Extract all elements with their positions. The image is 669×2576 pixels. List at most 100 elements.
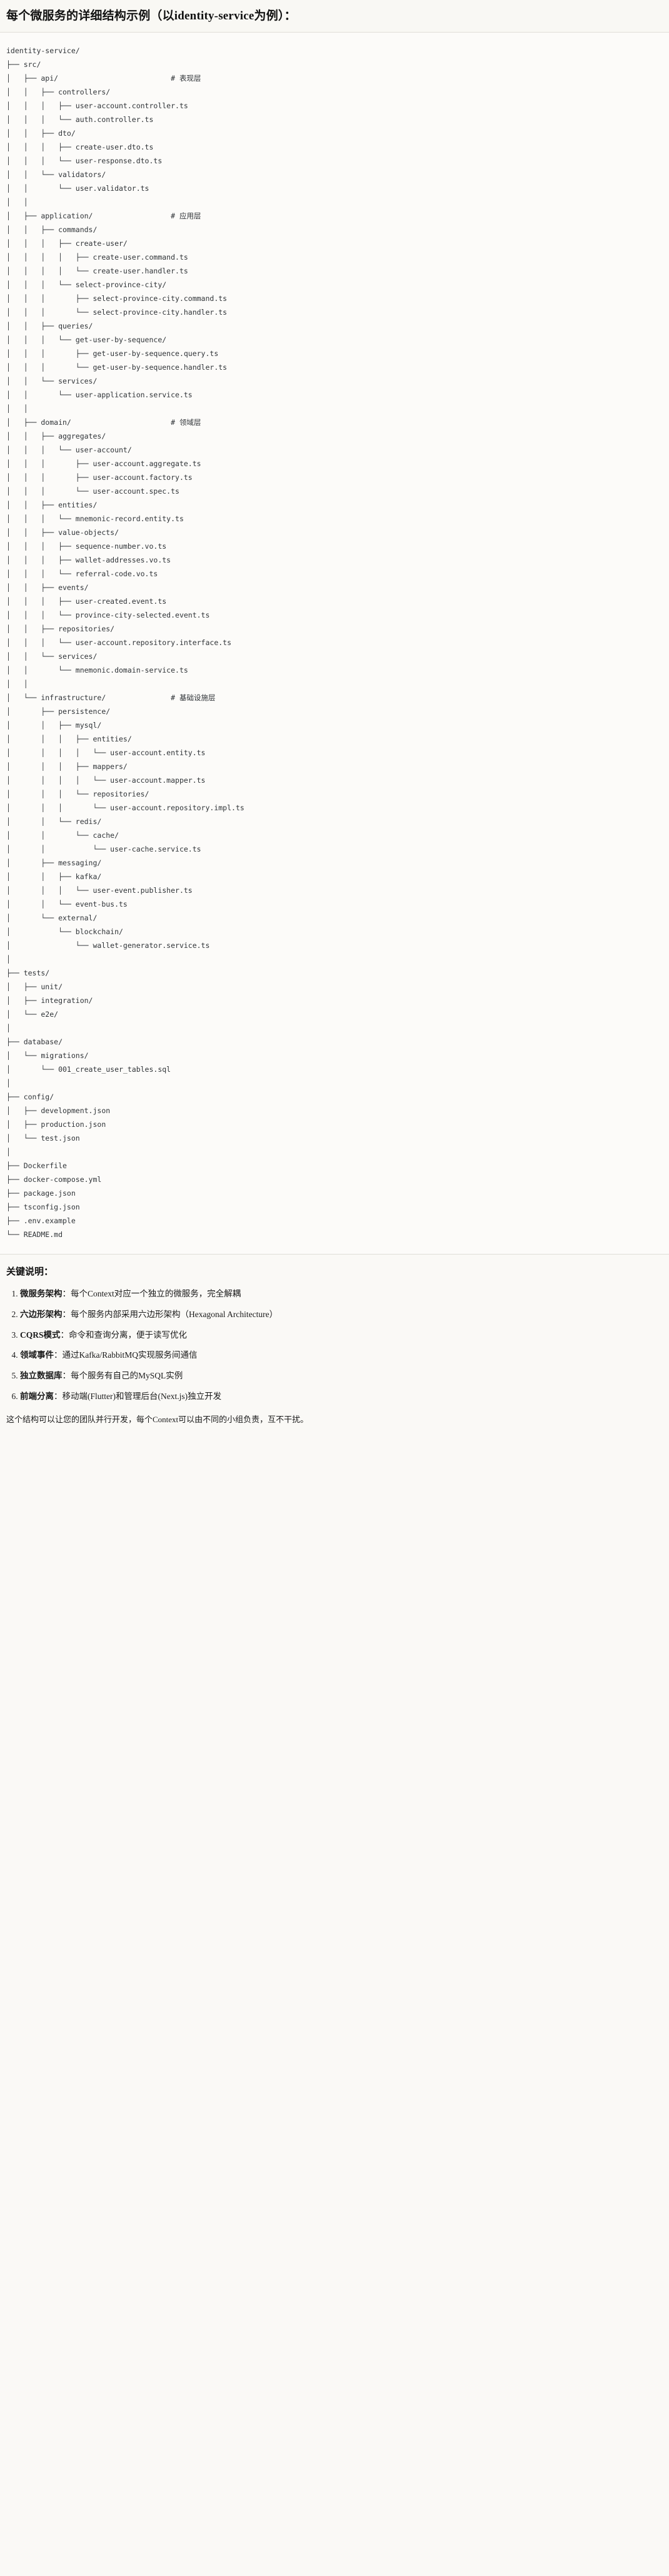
tree-line: │ [6, 1023, 11, 1032]
tree-line: │ │ [6, 679, 28, 688]
tree-line: │ ├── development.json [6, 1106, 111, 1115]
tree-line: │ │ │ └── referral-code.vo.ts [6, 569, 158, 578]
key-note-item: 微服务架构：每个Context对应一个独立的微服务，完全解耦 [20, 1288, 663, 1301]
tree-line: │ ├── api/ # 表现层 [6, 73, 201, 83]
tree-line: │ │ │ └── repositories/ [6, 789, 149, 798]
tree-line: │ │ │ ├── create-user/ [6, 238, 128, 248]
tree-line: │ │ │ ├── user-created.event.ts [6, 596, 167, 606]
tree-line: │ │ │ ├── user-account.controller.ts [6, 101, 188, 110]
key-note-term: 前端分离 [20, 1392, 54, 1402]
tree-line: │ [6, 1078, 11, 1087]
tree-line: │ │ ├── repositories/ [6, 624, 115, 633]
tree-line: │ │ ├── controllers/ [6, 87, 111, 96]
tree-line: │ │ │ └── user-event.publisher.ts [6, 885, 193, 895]
tree-line: ├── docker-compose.yml [6, 1174, 102, 1184]
tree-line: ├── src/ [6, 59, 41, 69]
tree-line: │ │ │ └── select-province-city.handler.t… [6, 307, 228, 317]
directory-tree-section: identity-service/ ├── src/ │ ├── api/ # 表现… [0, 32, 669, 1255]
key-note-term: 独立数据库 [20, 1371, 63, 1381]
key-note-desc: ：每个Context对应一个独立的微服务，完全解耦 [62, 1288, 241, 1298]
tree-line: │ │ └── redis/ [6, 817, 102, 826]
key-notes-heading: 关键说明： [6, 1266, 54, 1277]
tree-line: │ │ └── user-cache.service.ts [6, 844, 201, 853]
tree-line: │ └── infrastructure/ # 基础设施层 [6, 693, 216, 702]
tree-line: ├── database/ [6, 1037, 63, 1046]
key-note-term: 六边形架构 [20, 1309, 63, 1319]
page-title: 每个微服务的详细结构示例（以identity-service为例）： [6, 9, 296, 23]
tree-line: │ │ │ │ └── user-account.mapper.ts [6, 775, 206, 785]
tree-line: │ │ │ ├── wallet-addresses.vo.ts [6, 555, 171, 564]
tree-line: │ │ │ └── mnemonic-record.entity.ts [6, 514, 184, 523]
key-note-desc: ：通过Kafka/RabbitMQ实现服务间通信 [54, 1350, 198, 1360]
tree-line: │ ├── integration/ [6, 995, 93, 1005]
tree-line: │ ├── unit/ [6, 982, 63, 991]
tree-line: │ │ [6, 197, 28, 206]
key-note-item: CQRS模式：命令和查询分离，便于读写优化 [20, 1329, 663, 1342]
tree-line: │ └── test.json [6, 1133, 80, 1143]
tree-line: │ │ ├── commands/ [6, 225, 98, 234]
tree-line: │ [6, 1147, 11, 1156]
closing-paragraph: 这个结构可以让您的团队并行开发，每个Context可以由不同的小组负责，互不干扰… [6, 1415, 309, 1425]
directory-tree: identity-service/ ├── src/ │ ├── api/ # 表现… [6, 44, 663, 1241]
tree-line: │ │ │ ├── get-user-by-sequence.query.ts [6, 349, 219, 358]
tree-line: │ │ └── cache/ [6, 830, 119, 840]
tree-line: │ │ └── event-bus.ts [6, 899, 128, 909]
tree-line: │ │ │ └── user-response.dto.ts [6, 156, 163, 165]
tree-line: │ [6, 954, 11, 964]
tree-line: │ │ │ │ └── create-user.handler.ts [6, 266, 188, 275]
tree-line: │ │ │ └── user-account/ [6, 445, 132, 454]
tree-line: │ │ │ └── province-city-selected.event.t… [6, 610, 210, 619]
key-note-desc: ：每个服务有自己的MySQL实例 [62, 1371, 183, 1381]
tree-line: ├── Dockerfile [6, 1161, 67, 1170]
tree-line: │ │ │ ├── sequence-number.vo.ts [6, 541, 167, 551]
key-note-item: 独立数据库：每个服务有自己的MySQL实例 [20, 1370, 663, 1383]
tree-line: │ │ │ ├── user-account.factory.ts [6, 472, 193, 482]
tree-line: │ │ │ └── get-user-by-sequence.handler.t… [6, 362, 228, 372]
tree-line: │ └── migrations/ [6, 1051, 89, 1060]
tree-line: │ ├── application/ # 应用层 [6, 211, 201, 220]
tree-line: ├── tsconfig.json [6, 1202, 80, 1211]
tree-line: │ └── e2e/ [6, 1009, 59, 1019]
key-note-item: 六边形架构：每个服务内部采用六边形架构（Hexagonal Architectu… [20, 1308, 663, 1321]
tree-line: │ ├── persistence/ [6, 706, 111, 716]
tree-line: │ │ ├── dto/ [6, 128, 76, 138]
title-section: 每个微服务的详细结构示例（以identity-service为例）： [0, 0, 669, 33]
tree-line: │ │ │ └── get-user-by-sequence/ [6, 335, 167, 344]
key-note-desc: ：移动端(Flutter)和管理后台(Next.js)独立开发 [54, 1392, 222, 1402]
tree-line: │ └── external/ [6, 913, 98, 922]
tree-line: │ └── wallet-generator.service.ts [6, 940, 210, 950]
tree-line: │ │ │ └── user-account.spec.ts [6, 486, 179, 496]
tree-line: │ │ └── user-application.service.ts [6, 390, 193, 399]
key-note-term: 领域事件 [20, 1350, 54, 1360]
tree-line: │ │ │ │ ├── create-user.command.ts [6, 252, 188, 262]
tree-line: ├── config/ [6, 1092, 54, 1101]
tree-line: │ │ └── user.validator.ts [6, 183, 149, 193]
tree-line: └── README.md [6, 1229, 63, 1239]
key-note-term: 微服务架构 [20, 1288, 63, 1298]
tree-line: │ │ └── mnemonic.domain-service.ts [6, 665, 188, 675]
tree-line: identity-service/ [6, 46, 80, 55]
page-root: 每个微服务的详细结构示例（以identity-service为例）： ident… [0, 0, 669, 1435]
key-note-desc: ：命令和查询分离，便于读写优化 [60, 1330, 188, 1340]
tree-line: │ └── blockchain/ [6, 927, 123, 936]
tree-line: │ ├── messaging/ [6, 858, 102, 867]
tree-line: │ │ │ └── user-account.repository.impl.t… [6, 803, 244, 812]
tree-line: │ │ ├── mysql/ [6, 720, 102, 730]
key-notes-section: 关键说明： 微服务架构：每个Context对应一个独立的微服务，完全解耦六边形架… [0, 1254, 669, 1436]
tree-line: ├── .env.example [6, 1216, 76, 1225]
key-note-desc: ：每个服务内部采用六边形架构（Hexagonal Architecture） [62, 1309, 278, 1319]
tree-line: ├── tests/ [6, 968, 50, 977]
key-note-item: 前端分离：移动端(Flutter)和管理后台(Next.js)独立开发 [20, 1390, 663, 1403]
tree-line: │ │ └── services/ [6, 376, 98, 385]
tree-line: │ │ │ └── auth.controller.ts [6, 115, 154, 124]
tree-line: │ └── 001_create_user_tables.sql [6, 1064, 171, 1074]
tree-line: │ │ ├── entities/ [6, 500, 98, 509]
tree-line: │ │ └── validators/ [6, 170, 106, 179]
tree-line: │ │ ├── value-objects/ [6, 527, 119, 537]
tree-line: │ │ │ └── select-province-city/ [6, 280, 167, 289]
tree-line: │ │ │ │ └── user-account.entity.ts [6, 748, 206, 757]
tree-line: │ │ │ ├── create-user.dto.ts [6, 142, 154, 151]
key-note-item: 领域事件：通过Kafka/RabbitMQ实现服务间通信 [20, 1349, 663, 1362]
tree-line: │ │ └── services/ [6, 651, 98, 661]
tree-line: ├── package.json [6, 1188, 76, 1198]
